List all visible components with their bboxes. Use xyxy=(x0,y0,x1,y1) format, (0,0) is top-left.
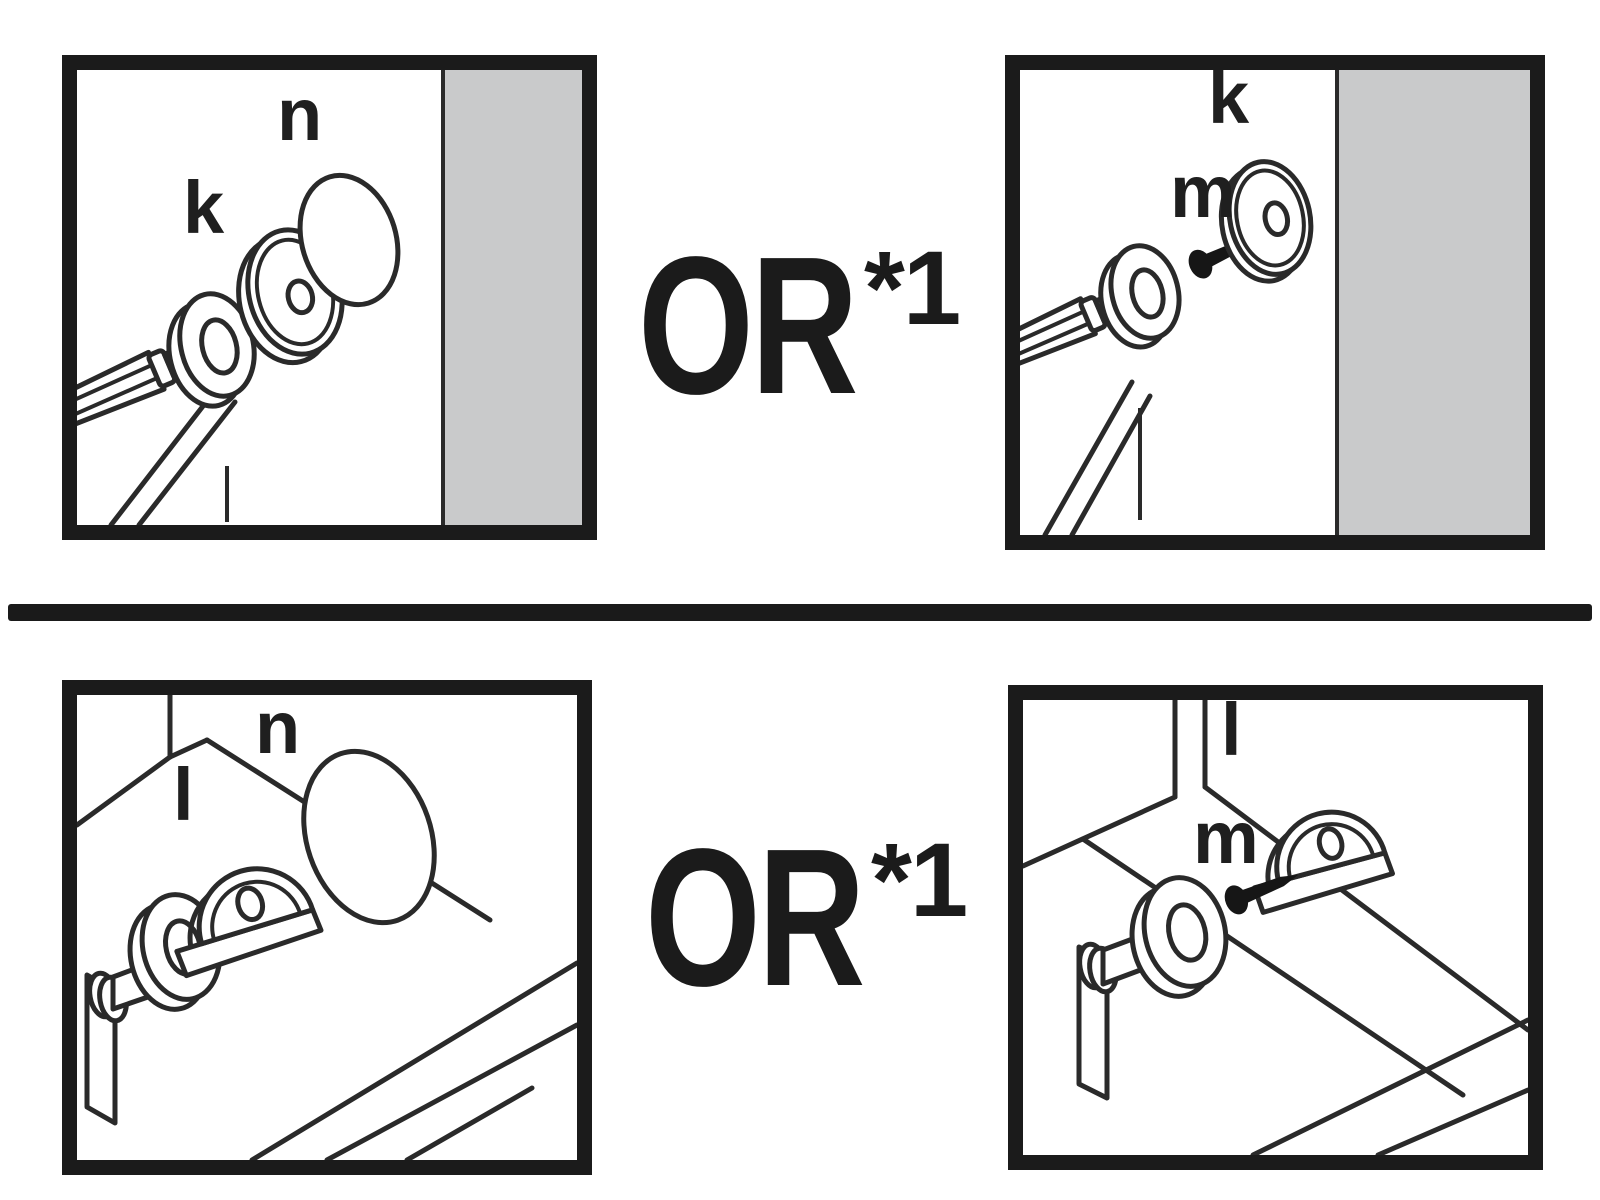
cover-cap-icon xyxy=(301,748,437,926)
washer-icon xyxy=(1098,243,1182,350)
table-edge-lines xyxy=(1250,1017,1528,1155)
wall-mount-cap-drawing: k n xyxy=(77,70,582,525)
or-alternative-label-top: OR *1 xyxy=(638,216,961,435)
section-divider xyxy=(8,604,1592,621)
panel-surface-mount-screw: l m xyxy=(1008,685,1543,1170)
cabinet-edge-lines xyxy=(1042,379,1153,535)
part-label-bracket: l xyxy=(173,753,194,836)
mounting-disc-icon xyxy=(1218,159,1314,284)
or-footnote-marker: *1 xyxy=(864,230,961,347)
wall-section xyxy=(1337,70,1530,535)
washer-icon xyxy=(1129,875,1229,999)
panel-wall-mount-cap: k n xyxy=(62,55,597,540)
washer-icon xyxy=(166,291,257,409)
part-label-disc: k xyxy=(1208,70,1250,139)
cover-cap-icon xyxy=(297,172,401,308)
or-footnote-marker: *1 xyxy=(871,822,968,939)
surface-mount-screw-drawing: l m xyxy=(1023,700,1528,1155)
part-label-cap: n xyxy=(255,695,300,769)
panel-wall-mount-screw: k m xyxy=(1005,55,1545,550)
wall-mount-screw-drawing: k m xyxy=(1020,70,1530,535)
part-label-bracket: l xyxy=(1221,700,1242,771)
wall-section xyxy=(443,70,582,525)
d-bracket-icon xyxy=(1251,809,1395,915)
part-label-cap: n xyxy=(277,73,322,156)
surface-mount-cap-drawing: l n xyxy=(77,695,577,1160)
or-text: OR xyxy=(645,808,865,1027)
d-bracket-icon xyxy=(174,866,324,979)
part-label-screw: m xyxy=(1170,150,1236,233)
cabinet-edge-lines xyxy=(108,385,238,525)
or-alternative-label-bottom: OR *1 xyxy=(645,808,968,1027)
or-text: OR xyxy=(638,216,858,435)
panel-surface-mount-cap: l n xyxy=(62,680,592,1175)
part-label-disc: k xyxy=(183,166,225,249)
part-label-screw: m xyxy=(1193,796,1259,879)
table-edge-lines xyxy=(249,960,577,1160)
screw-icon xyxy=(1224,874,1299,915)
cabinet-corner-lines xyxy=(1023,700,1528,1098)
